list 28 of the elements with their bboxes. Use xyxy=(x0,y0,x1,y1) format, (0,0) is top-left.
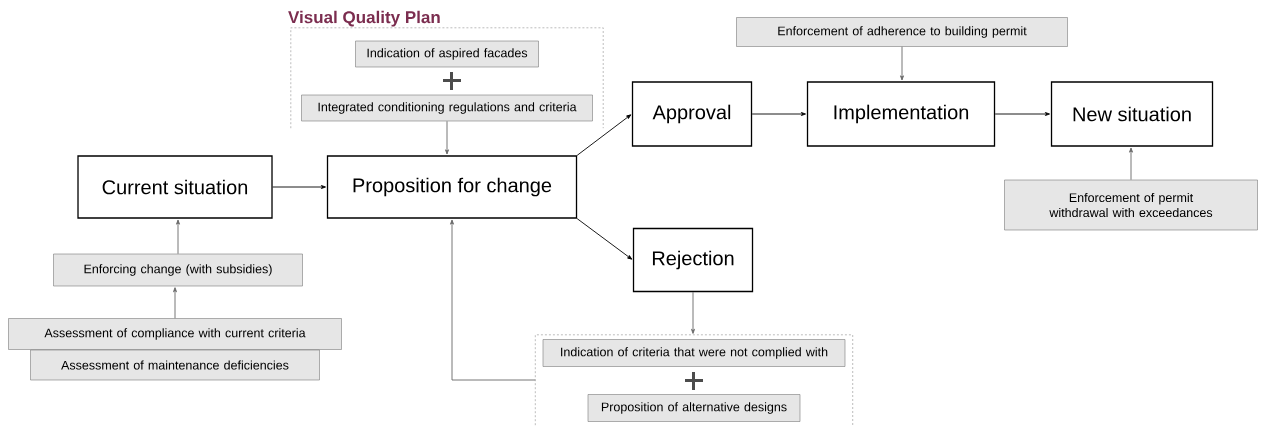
note-box: Integrated conditioning regulations and criteria xyxy=(301,94,593,122)
note-box: Proposition of alternative designs xyxy=(587,394,801,422)
note-box: Assessment of compliance with current criteria xyxy=(8,318,342,350)
process-box: New situation xyxy=(1050,81,1214,147)
arrow xyxy=(691,291,695,334)
process-box: Current situation xyxy=(77,155,273,219)
process-box: Approval xyxy=(631,81,753,147)
arrow xyxy=(576,218,633,260)
arrow xyxy=(751,112,806,116)
note-box: Indication of criteria that were not complied with xyxy=(542,339,846,367)
note-box: Indication of aspired facades xyxy=(355,40,539,68)
arrow xyxy=(900,46,904,81)
group-title: Visual Quality Plan xyxy=(288,10,440,27)
note-box: Enforcement of adherence to building permit xyxy=(736,17,1068,47)
arrow xyxy=(450,219,536,381)
process-box: Proposition for change xyxy=(326,155,578,219)
arrow xyxy=(176,219,180,255)
arrow xyxy=(1129,147,1133,181)
note-box: Enforcement of permit withdrawal with exceedances xyxy=(1004,179,1258,231)
process-box: Rejection xyxy=(632,227,754,293)
note-box: Assessment of maintenance deficiencies xyxy=(30,349,320,381)
note-box: Enforcing change (with subsidies) xyxy=(53,253,303,287)
arrow xyxy=(576,114,632,156)
arrow xyxy=(445,120,449,155)
arrow xyxy=(994,112,1050,116)
process-box: Implementation xyxy=(806,81,996,147)
arrow xyxy=(173,287,177,319)
arrow xyxy=(272,185,326,189)
